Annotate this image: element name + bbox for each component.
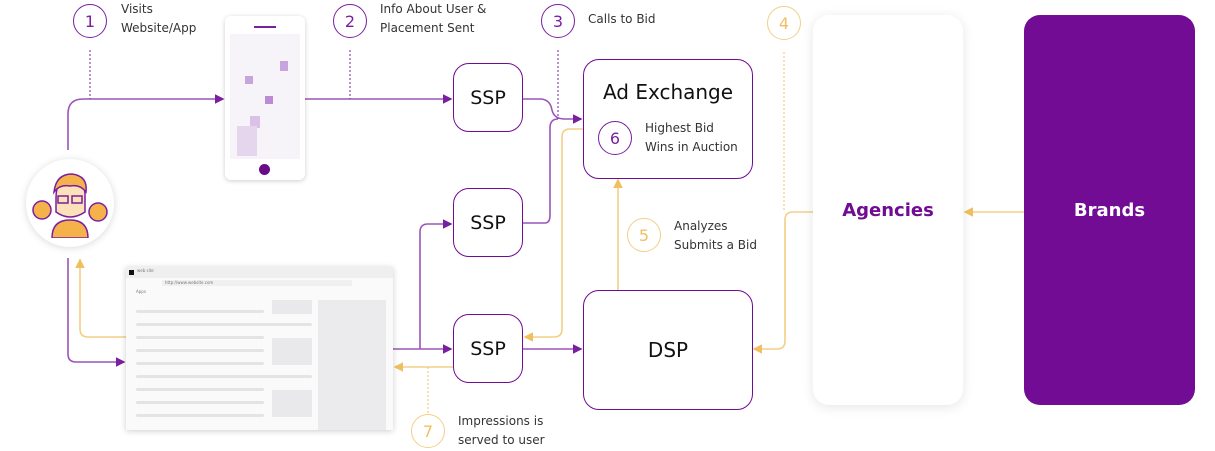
step-4-badge: 4 — [767, 6, 801, 40]
ssp-node-2: SSP — [453, 188, 523, 257]
step-7-badge: 7 — [411, 414, 445, 448]
step-2-label: Info About User &Placement Sent — [380, 2, 487, 35]
step-6-badge: 6 — [598, 121, 632, 155]
agencies-label: Agencies — [842, 199, 934, 221]
browser-window: web site http://www.website.com Apps — [126, 267, 393, 430]
brands-label: Brands — [1073, 199, 1146, 221]
step-5-badge: 5 — [627, 218, 661, 252]
users-icon — [32, 173, 108, 238]
step-3-label: Calls to Bid — [588, 12, 656, 26]
ssp-node-1: SSP — [453, 63, 523, 132]
brands-panel: Brands — [1024, 15, 1195, 405]
step-1-badge: 1 — [73, 4, 107, 38]
dsp-node: DSP — [583, 290, 753, 410]
browser-tab: web site — [137, 268, 154, 273]
browser-bookmarks: Apps — [136, 289, 146, 294]
ad-exchange-title: Ad Exchange — [602, 80, 734, 104]
browser-url: http://www.website.com — [162, 280, 352, 286]
mobile-phone — [225, 16, 305, 180]
ssp-node-3: SSP — [453, 314, 523, 383]
step-2-badge: 2 — [333, 4, 367, 38]
user-avatar — [26, 159, 114, 247]
agencies-panel: Agencies — [813, 15, 963, 405]
step-3-badge: 3 — [541, 4, 575, 38]
